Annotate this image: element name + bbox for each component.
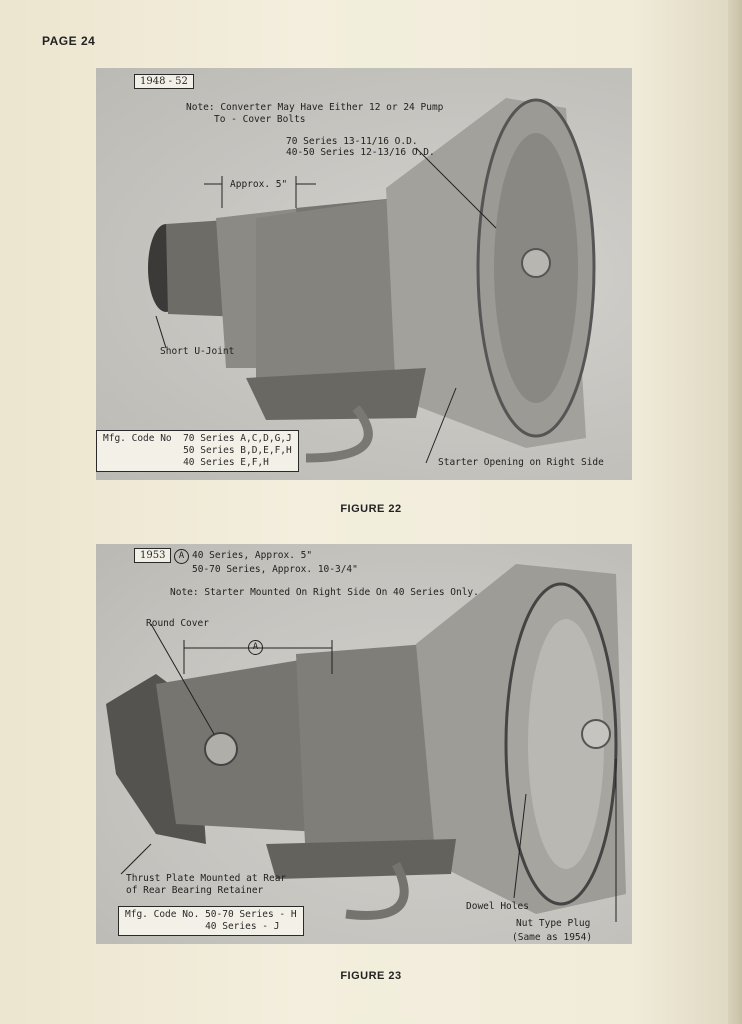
mfg-code-row: 50 Series B,D,E,F,H [103, 445, 292, 456]
mfg-code-row: 40 Series - J [125, 921, 280, 932]
mfg-code-row: Mfg. Code No 70 Series A,C,D,G,J [103, 433, 292, 444]
figure-23-years-tag: 1953 [134, 548, 172, 563]
figure-22-od-line2: 40-50 Series 12-13/16 O.D. [286, 147, 435, 158]
figure-22-photo [96, 68, 632, 480]
figure-22-note-line2: To - Cover Bolts [214, 114, 306, 125]
figure-23-dowel-holes-label: Dowel Holes [466, 901, 529, 912]
figure-23-round-cover-label: Round Cover [146, 618, 209, 629]
figure-22-years-tag: 1948 - 52 [134, 74, 194, 89]
figure-23-dim-a: A [248, 640, 266, 655]
series-line1-text: 40 Series, Approx. 5" [192, 550, 313, 561]
figure-23-nut-plug-line2: (Same as 1954) [512, 932, 593, 943]
figure-23-series-line2: 50-70 Series, Approx. 10-3/4" [192, 564, 358, 575]
transmission-1953-illustration [106, 564, 626, 922]
figure-22-caption: FIGURE 22 [340, 503, 402, 515]
figure-22-short-ujoint-label: Short U-Joint [160, 346, 235, 357]
figure-22-starter-opening-label: Starter Opening on Right Side [438, 457, 604, 468]
figure-23-nut-plug-line1: Nut Type Plug [516, 918, 591, 929]
circle-a-marker: A [248, 640, 263, 655]
page-number: PAGE 24 [42, 34, 96, 48]
mfg-code-row: Mfg. Code No. 50-70 Series - H [125, 909, 297, 920]
figure-22-note-line1: Note: Converter May Have Either 12 or 24… [186, 102, 444, 113]
figure-22-mfg-code-box: Mfg. Code No 70 Series A,C,D,G,J 50 Seri… [96, 430, 299, 472]
figure-23-note: Note: Starter Mounted On Right Side On 4… [170, 587, 479, 598]
figure-23-mfg-code-box: Mfg. Code No. 50-70 Series - H 40 Series… [118, 906, 304, 936]
figure-23-thrust-line1: Thrust Plate Mounted at Rear [126, 873, 287, 884]
page-edge [728, 0, 742, 1024]
transmission-1948-illustration [148, 98, 596, 464]
figure-23-caption: FIGURE 23 [340, 970, 402, 982]
circle-a-marker: A [174, 549, 189, 564]
figure-23-thrust-line2: of Rear Bearing Retainer [126, 885, 264, 896]
mfg-code-row: 40 Series E,F,H [103, 457, 269, 468]
figure-22-approx-label: Approx. 5" [230, 179, 288, 190]
figure-23-photo [96, 544, 632, 944]
figure-22-od-line1: 70 Series 13-11/16 O.D. [286, 136, 418, 147]
